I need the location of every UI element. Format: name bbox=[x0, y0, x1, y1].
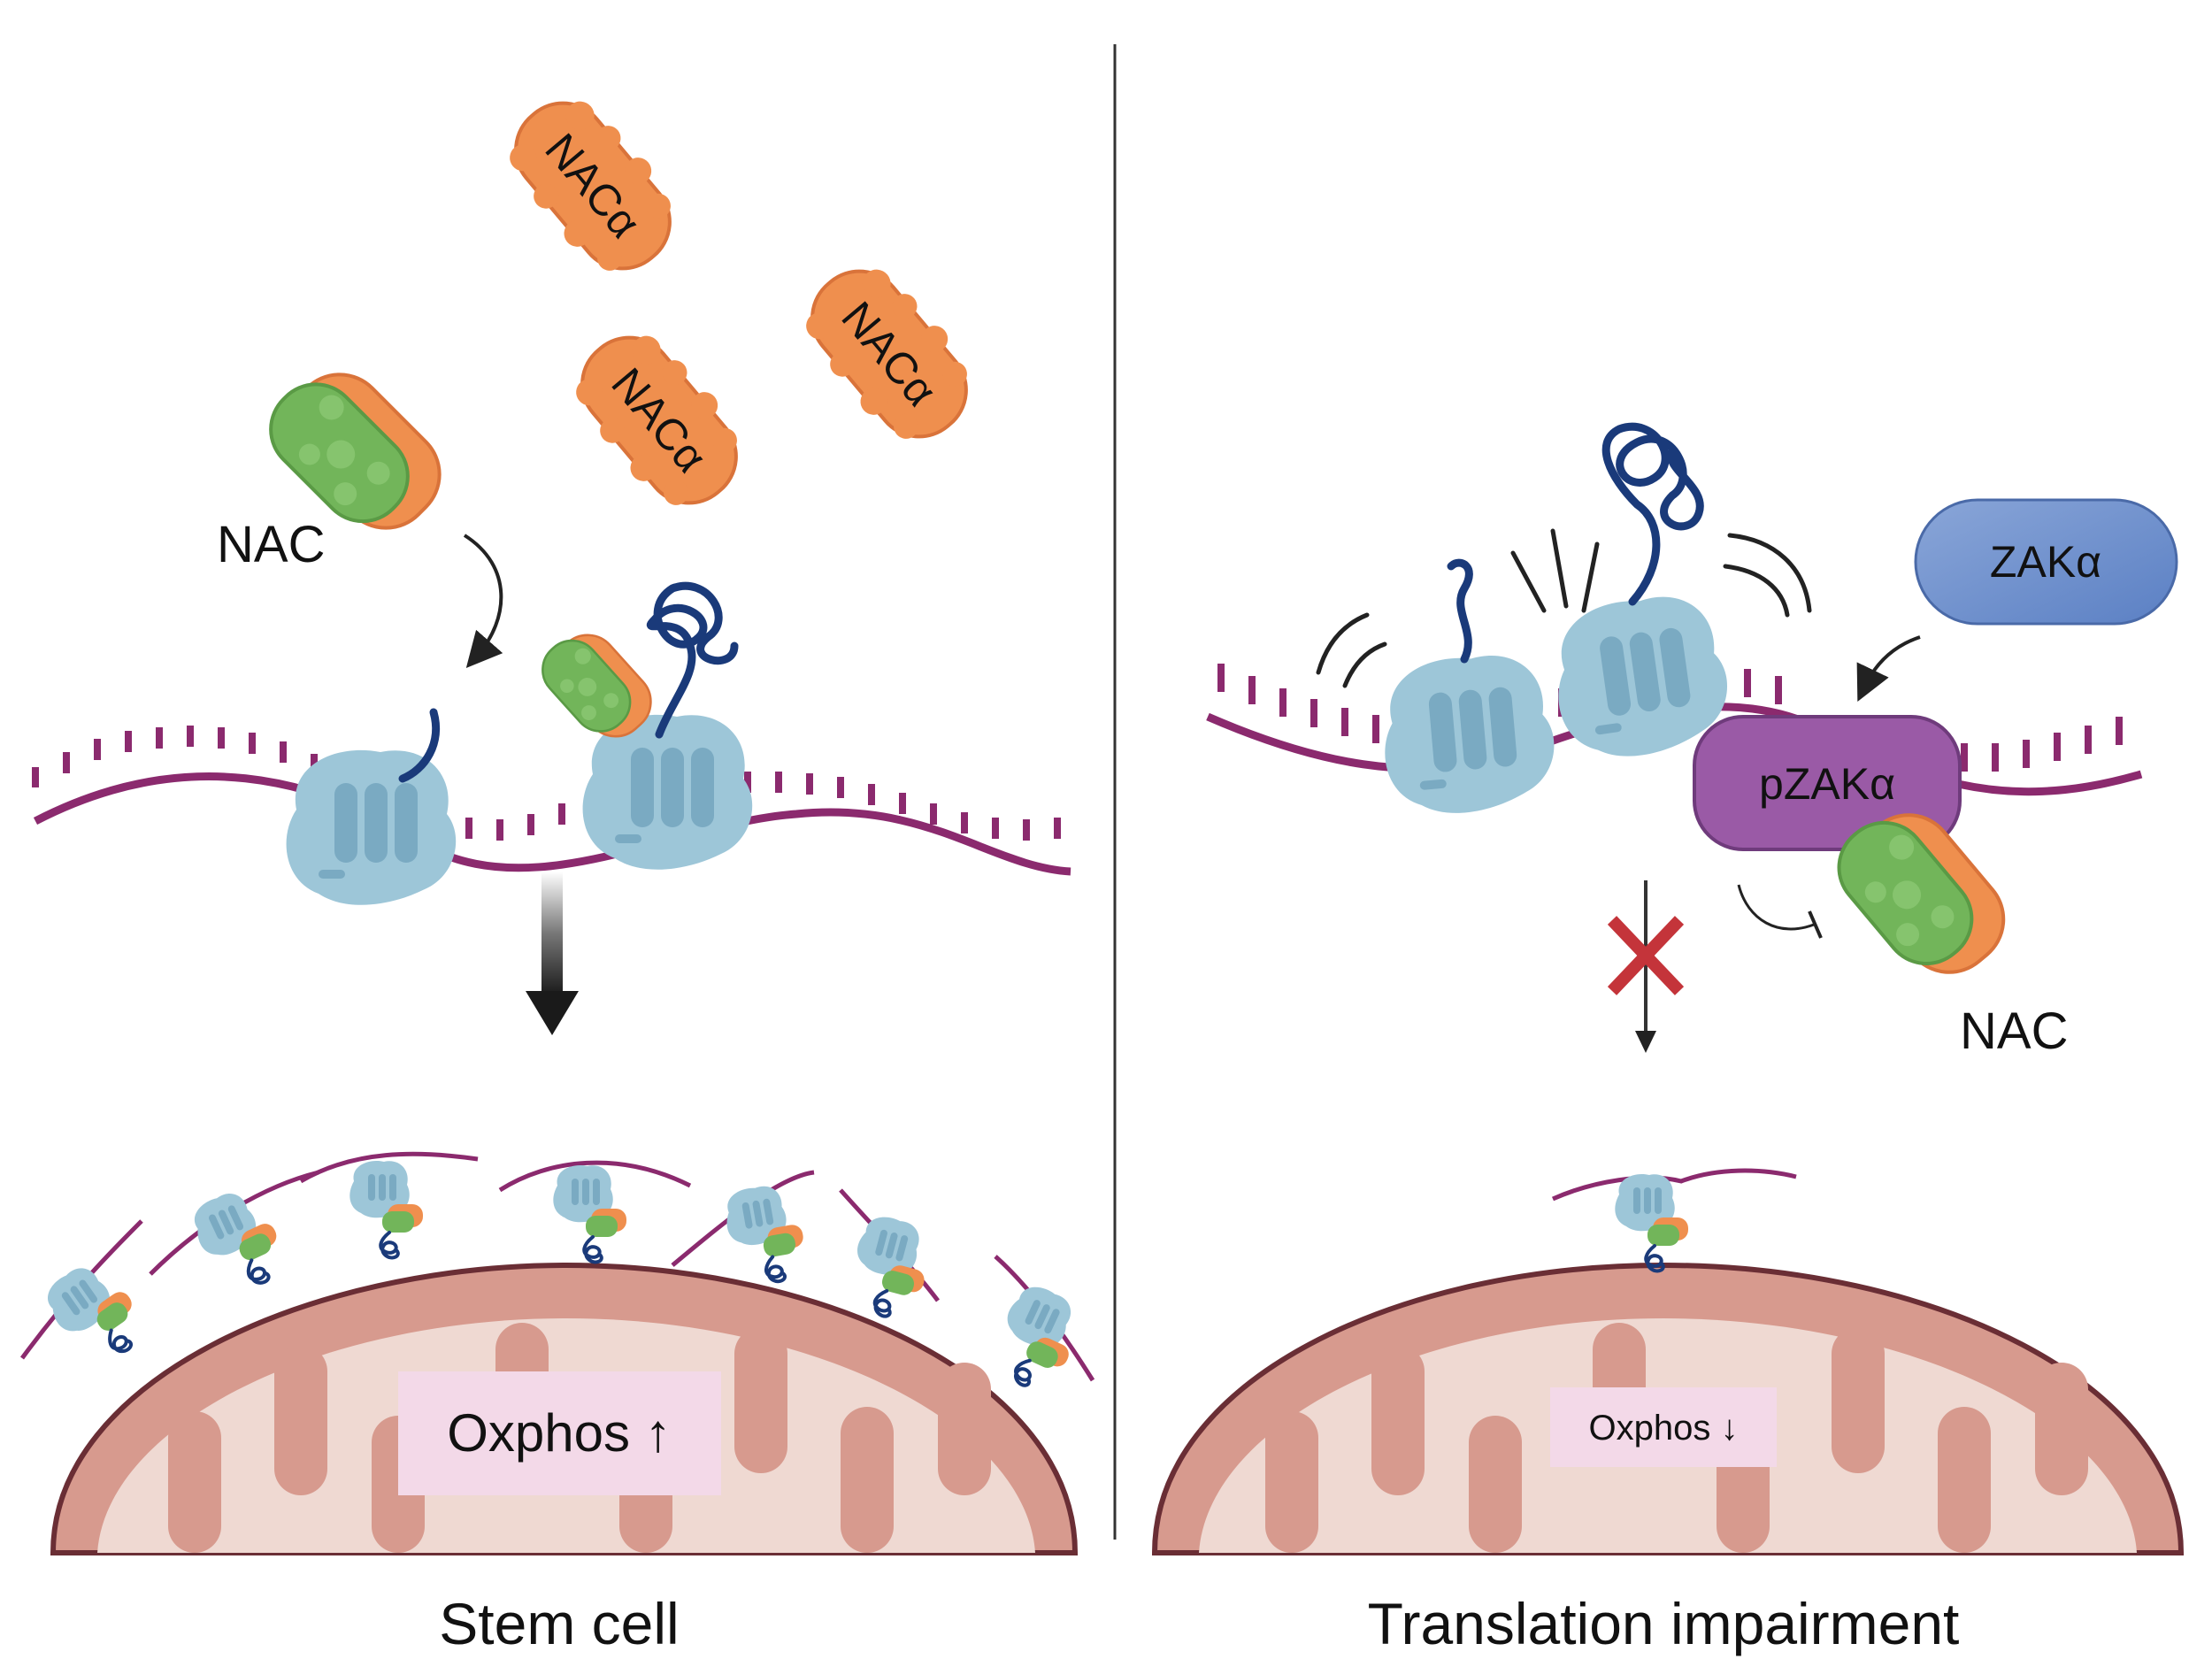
ribosome-icon bbox=[840, 1210, 940, 1326]
right-caption: Translation impairment bbox=[1368, 1591, 1960, 1656]
oxphos-label: Oxphos ↑ bbox=[447, 1403, 671, 1463]
ribosome-icon bbox=[1613, 1171, 1690, 1273]
activation-arrow bbox=[1856, 635, 1921, 703]
inhibition-arrow bbox=[1737, 884, 1815, 931]
zak-box bbox=[1914, 498, 2178, 626]
nascent-peptide-icon bbox=[1601, 422, 1704, 606]
ribosome-icon bbox=[286, 749, 457, 905]
right-panel: ZAKα pZAKα NAC bbox=[1151, 422, 2185, 1656]
ribosome-icon bbox=[183, 1179, 295, 1302]
mrna-strand-icon bbox=[1551, 1168, 1797, 1202]
production-arrow-shaft bbox=[541, 872, 563, 995]
collision-marks bbox=[1316, 528, 1812, 688]
oxphos-label: Oxphos ↓ bbox=[1589, 1409, 1739, 1448]
oxphos-box bbox=[1550, 1387, 1777, 1467]
left-panel: NACα NACα NACα NAC bbox=[19, 75, 1095, 1656]
nac-alpha-molecule: NACα bbox=[555, 310, 765, 529]
ribosome-icon bbox=[1377, 649, 1560, 819]
ribosome-icon bbox=[582, 714, 753, 870]
nac-label: NAC bbox=[1960, 1002, 2068, 1060]
zak-label: ZAKα bbox=[1990, 537, 2101, 587]
binding-arrow bbox=[463, 534, 503, 669]
nac-label: NAC bbox=[217, 516, 325, 573]
ribosome-icon bbox=[981, 1277, 1093, 1400]
nac-alpha-molecule: NACα bbox=[488, 75, 699, 295]
ribosome-icon bbox=[719, 1179, 812, 1291]
nascent-peptide-icon bbox=[646, 581, 739, 739]
ribosome-icon bbox=[348, 1158, 425, 1260]
nac-alpha-molecule: NACα bbox=[785, 243, 995, 463]
block-x-icon bbox=[1607, 916, 1685, 995]
nascent-peptide-icon bbox=[1447, 558, 1473, 664]
pzak-label: pZAKα bbox=[1759, 759, 1895, 809]
nascent-peptide-icon bbox=[398, 708, 441, 783]
blocked-arrow-head bbox=[1635, 1031, 1656, 1053]
ribosome-icon bbox=[551, 1163, 628, 1264]
production-arrow-head bbox=[526, 991, 579, 1035]
left-caption: Stem cell bbox=[439, 1591, 679, 1656]
oxphos-box bbox=[398, 1371, 721, 1495]
mrna-strand-icon bbox=[32, 726, 1071, 876]
inhibition-bar bbox=[1808, 910, 1823, 939]
